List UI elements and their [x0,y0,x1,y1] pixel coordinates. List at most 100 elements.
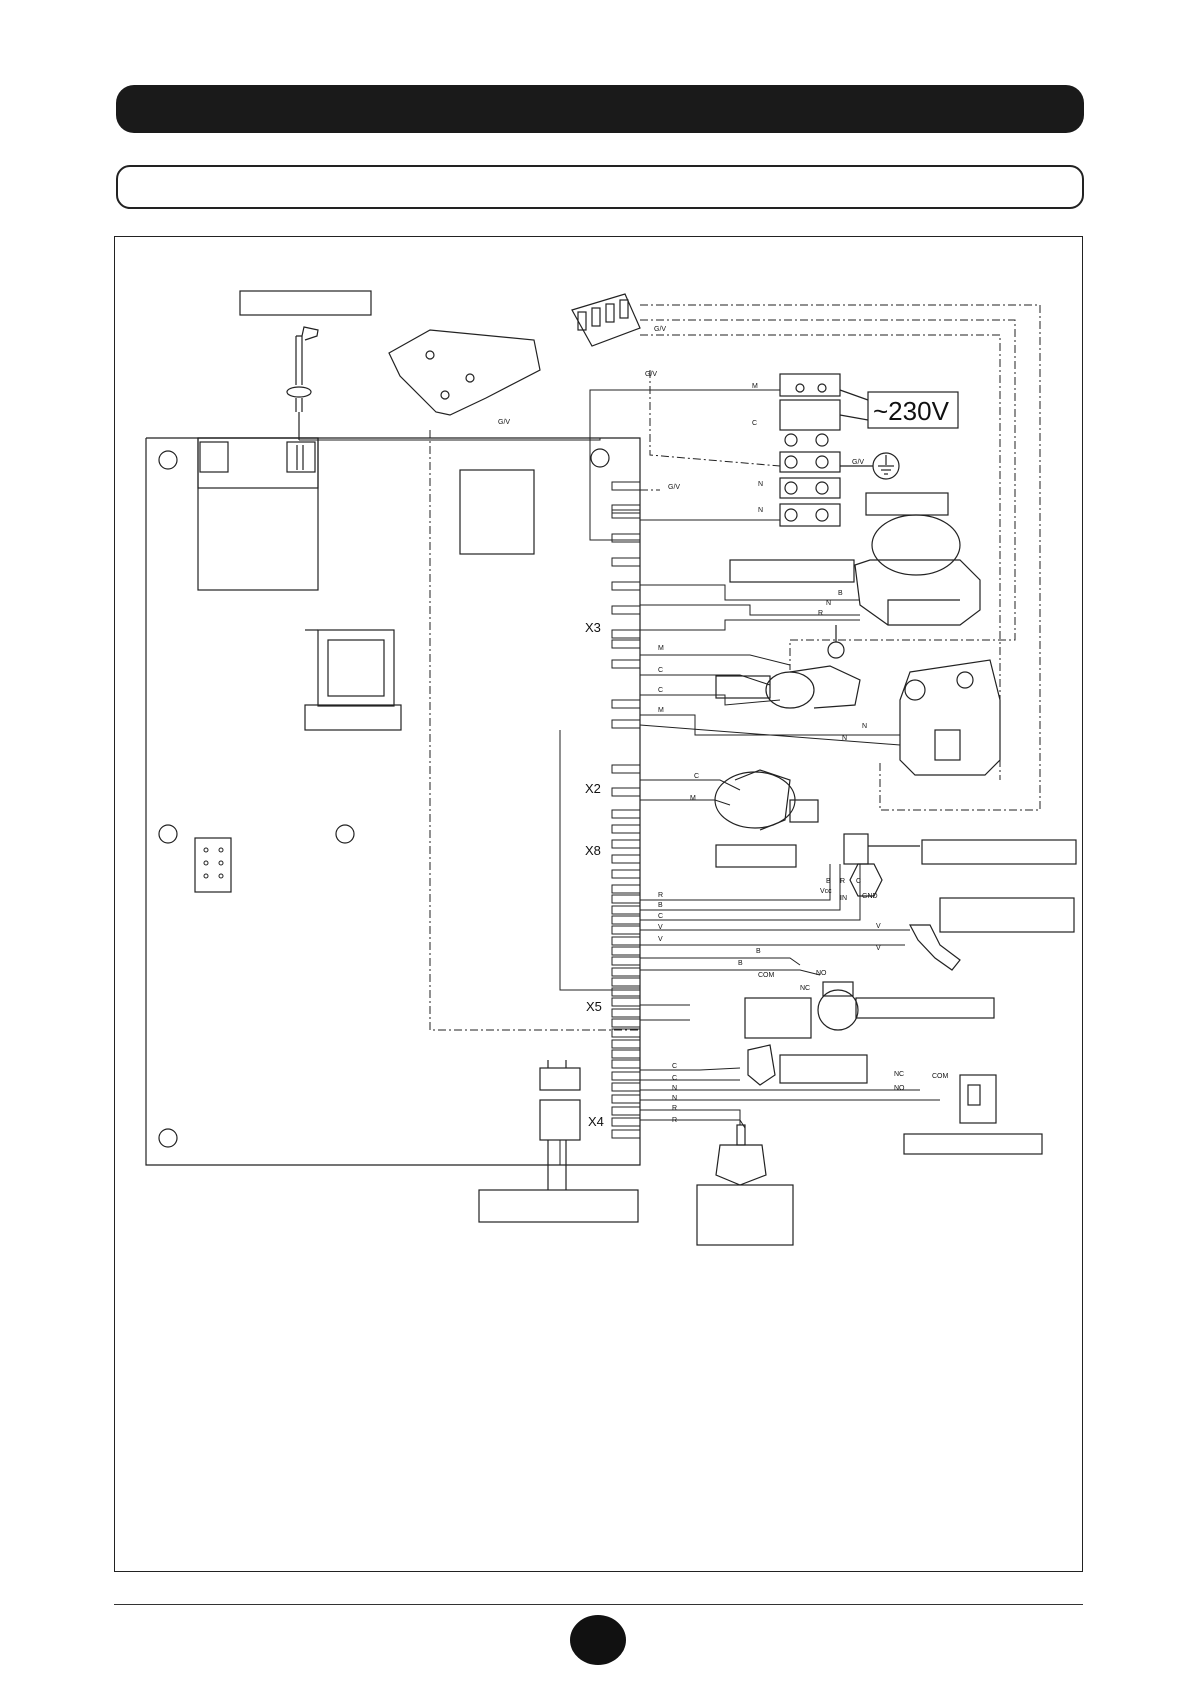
water-pressure-sensor [696,1124,794,1246]
footer-rule [114,1604,1083,1605]
wire-label-c: C [672,1063,677,1070]
connector-pin [611,967,641,977]
ignition-module [197,437,319,591]
connector-pin [611,987,641,997]
fan-motor [729,514,981,626]
gas-valve [899,659,1001,776]
connector-x2-label: X2 [585,781,601,796]
ntc-probe [909,897,1075,971]
wire-label-v: V [658,936,663,943]
wire-label-com: COM [758,972,775,979]
wire-label-nc: NC [800,985,810,992]
wire-label-v: V [876,923,881,930]
connector-pin [611,1082,641,1092]
board-mount-hole [158,450,178,470]
connector-pins [611,481,641,1139]
earth-bracket [388,293,641,416]
wire-label-com: COM [932,1073,949,1080]
wire-label-b: B [838,590,843,597]
wire-label-c: C [672,1075,677,1082]
terminal-label-box [865,492,949,516]
wire-label-m: M [690,795,696,802]
connector-pin [611,699,641,709]
connector-x3-label: X3 [585,620,601,635]
connector-pin [611,581,641,591]
electrode-label-box [239,290,372,316]
connector-pin [611,719,641,729]
wire-label-n: N [672,1085,677,1092]
supply-voltage-label: ~230V [873,396,950,426]
wire-label-n: N [826,600,831,607]
connector-pin [611,504,641,514]
thermostat-label-box [779,1054,868,1084]
connector-pin [611,905,641,915]
connector-pin [611,1028,641,1038]
microswitch [903,1074,1043,1155]
connector-pin [611,764,641,774]
x5-label-box [744,997,812,1039]
wiring [146,304,1041,1166]
connector-pin [611,894,641,904]
wire-label-m: M [752,383,758,390]
connector-pin [611,1117,641,1127]
wire-label-n: N [842,735,847,742]
flow-sensor-label-box [921,839,1077,865]
connector-pin [611,509,641,519]
connector-pin [611,659,641,669]
wire-label-gv: G/V [498,419,510,426]
wire-label-n: N [758,507,763,514]
fan-label-box-2 [715,844,797,868]
wire-label-c: C [752,420,757,427]
control-board [145,437,641,1166]
flow-sensor [843,833,1077,897]
board-mount-hole [158,1128,178,1148]
wire-label-r: R [658,892,663,899]
board-mount-hole [590,448,610,468]
thermostat-connector-label-box [478,1189,639,1223]
page-number-badge [570,1615,626,1665]
room-thermostat-connector [478,1060,639,1223]
wire-label-n: N [758,481,763,488]
wire-label-no: NO [894,1085,905,1092]
safety-thermostat [747,1044,868,1086]
wire-label-gnd: GND [862,893,878,900]
connector-pin [611,956,641,966]
connector-pin [611,481,641,491]
wire-label-v: V [876,945,881,952]
connector-pin [611,936,641,946]
connector-pin [611,824,641,834]
wire-label-v: V [658,924,663,931]
service-connector [194,837,232,893]
fan-label-box [729,559,855,583]
connector-pin [611,1049,641,1059]
connector-pin [611,839,641,849]
pressure-switch [744,981,995,1039]
title-banner [116,85,1084,133]
wire-label-r: R [840,878,845,885]
pressure-sensor-label-box [696,1184,794,1246]
pressure-switch-label-box [855,997,995,1019]
wire-label-b: B [756,948,761,955]
wire-label-nc: NC [894,1071,904,1078]
wire-label-gv: G/V [852,459,864,466]
connector-pin [611,1039,641,1049]
connector-x8-label: X8 [585,843,601,858]
mains-terminal-block: ~230V [779,373,959,527]
wire-label-gv: G/V [645,371,657,378]
wire-label-n: N [862,723,867,730]
flue-fan [714,769,819,868]
connector-x4-label: X4 [588,1114,604,1129]
board-mount-hole [158,824,178,844]
board-mount-hole [335,824,355,844]
wire-label-c: C [856,878,861,885]
connector-pin [611,533,641,543]
connector-pin [611,605,641,615]
wire-label-m: M [658,645,664,652]
wire-label-c: C [658,913,663,920]
pump-motor [715,625,861,709]
connector-pin [611,915,641,925]
diagram-frame [114,236,1083,1572]
connector-pin [611,946,641,956]
connector-pin [611,1071,641,1081]
